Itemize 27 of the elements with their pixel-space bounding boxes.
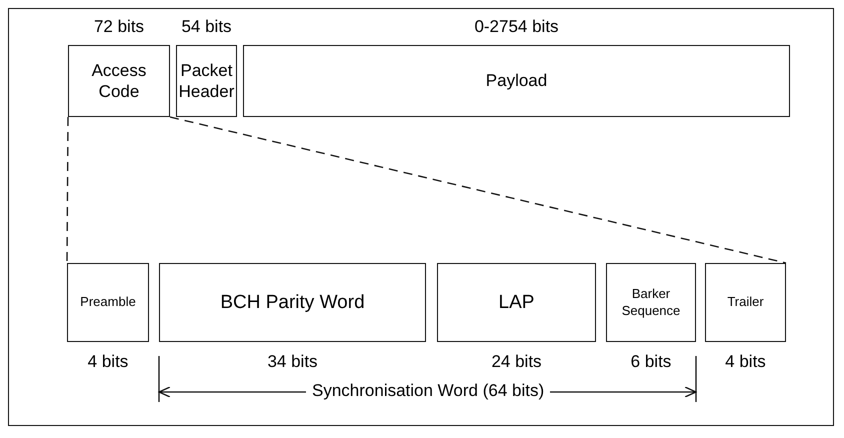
bit-length-label: 72 bits <box>92 17 146 37</box>
bit-length-label: 0-2754 bits <box>473 17 560 37</box>
packet-field-box <box>159 263 426 342</box>
packet-field-box <box>705 263 786 342</box>
field-name: Preamble <box>80 294 136 311</box>
packet-field-box <box>606 263 696 342</box>
packet-field-box <box>176 45 237 117</box>
bit-length-label: 34 bits <box>266 352 319 372</box>
bit-length-label: 4 bits <box>724 352 767 372</box>
expansion-line <box>170 116 786 264</box>
bit-length-label: 54 bits <box>180 17 233 37</box>
field-name: Payload <box>486 70 548 92</box>
bit-length-label: 4 bits <box>86 352 130 372</box>
field-name: Barker Sequence <box>620 286 682 319</box>
expansion-line <box>66 117 69 263</box>
packet-field-box <box>437 263 596 342</box>
field-name: Trailer <box>727 294 764 311</box>
packet-field-box <box>68 45 170 117</box>
bit-length-label: 24 bits <box>490 352 543 372</box>
packet-field-box <box>243 45 790 117</box>
field-name: Packet Header <box>178 60 236 102</box>
bit-length-label: 6 bits <box>630 352 672 372</box>
field-name: Access Code <box>90 60 148 102</box>
packet-field-box <box>67 263 149 342</box>
field-name: BCH Parity Word <box>220 290 365 314</box>
field-name: LAP <box>498 290 534 314</box>
dimension-label: Synchronisation Word (64 bits) <box>306 381 550 401</box>
